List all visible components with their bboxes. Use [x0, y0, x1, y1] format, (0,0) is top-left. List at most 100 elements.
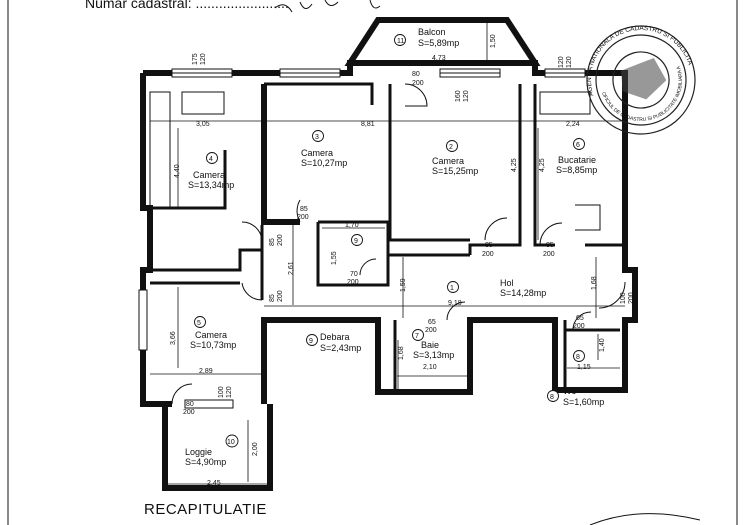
- room-name-camera-3: Camera: [301, 148, 333, 158]
- room-name-camera-2: Camera: [432, 156, 464, 166]
- room-name-wc: Wc: [563, 386, 576, 396]
- door-label-cam4-w: 85: [269, 238, 276, 246]
- wall-cam4-notch: [150, 150, 227, 210]
- door-label-wc-h: 200: [573, 323, 585, 330]
- room-number-9-a: 9: [354, 238, 358, 245]
- door-label-loggia-h: 200: [183, 409, 195, 416]
- room-area-baie: S=3,13mp: [413, 350, 454, 360]
- room-number-8-b: 8: [550, 394, 554, 401]
- door-label-wc-w: 65: [576, 315, 584, 322]
- kitchen-counter: [575, 204, 601, 231]
- outer-wall-right: [143, 60, 638, 393]
- room-number-1-circle: [447, 281, 459, 293]
- room-area-hol: S=14,28mp: [500, 288, 546, 298]
- room-area-camera-5: S=10,73mp: [190, 340, 236, 350]
- door-label-entry-w: 100: [620, 292, 627, 304]
- loggia-outline: [162, 404, 273, 491]
- room-number-10-circle: [225, 434, 239, 448]
- dim-cam4-width: 3,05: [196, 121, 210, 128]
- recapitulatie-heading: RECAPITULATIE: [144, 501, 267, 518]
- dim-balcony-width: 4,73: [432, 55, 446, 62]
- room-name-bucatarie: Bucatarie: [558, 155, 596, 165]
- window-loggia-door: [184, 399, 234, 409]
- door-label-debara-h: 200: [347, 279, 359, 286]
- room-number-2-circle: [446, 140, 458, 152]
- door-label-cam2-h: 200: [482, 251, 494, 258]
- door-label-cam5-w: 85: [269, 294, 276, 302]
- dim-wc-height: 1,40: [599, 338, 606, 352]
- door-cam3: [296, 199, 301, 223]
- dim-kitchen-height: 4,25: [539, 158, 546, 172]
- room-number-6-circle: [573, 138, 585, 150]
- room-area-bucatarie: S=8,85mp: [556, 165, 597, 175]
- room-number-3-circle: [312, 130, 324, 142]
- door-entry: [598, 281, 626, 309]
- door-debara: [359, 258, 377, 276]
- room-name-camera-5: Camera: [195, 330, 227, 340]
- dim-loggia-width: 2,45: [207, 480, 221, 487]
- door-balcony: [404, 83, 428, 107]
- dim-cam2-height: 4,25: [511, 158, 518, 172]
- dim-balcony-depth: 1,50: [490, 34, 497, 48]
- room-area-camera-4: S=13,34mp: [188, 180, 234, 190]
- door-kitchen: [539, 222, 563, 246]
- dim-cam4-height: 4,40: [174, 164, 181, 178]
- room-number-5-circle: [194, 316, 206, 328]
- dim-bath-width: 2,10: [423, 364, 437, 371]
- handwriting-scribble: [274, 0, 381, 13]
- dim-cam5-height: 3,66: [170, 331, 177, 345]
- stamp-coat-of-arms-icon: [621, 57, 667, 100]
- wall-cam3-top: [264, 82, 374, 105]
- door-wc: [572, 311, 592, 331]
- room-number-9-b: 9: [309, 338, 313, 345]
- dim-hall-height-b: 1,68: [591, 276, 598, 290]
- door-cam4: [241, 221, 263, 241]
- room-name-camera-4: Camera: [193, 170, 225, 180]
- room-number-11-circle: [394, 34, 406, 46]
- dim-hall-width: 9,18: [448, 300, 462, 307]
- room-name-hol: Hol: [500, 278, 514, 288]
- dim-debara-height: 1,55: [331, 251, 338, 265]
- window-cam5: [138, 289, 148, 351]
- stamp-inner-ring: [612, 51, 670, 109]
- dim-wc-width: 1,15: [577, 364, 591, 371]
- dim-hall-height-a: 1,59: [400, 278, 407, 292]
- door-cam2: [484, 217, 508, 241]
- wall-kitchen-left: [533, 84, 555, 247]
- door-label-cam3-h: 200: [297, 214, 309, 221]
- outer-wall-bottom: [261, 317, 595, 404]
- window-label-top-mid-h: 120: [463, 90, 470, 102]
- room-number-9-circle-b: [306, 334, 318, 346]
- room-area-camera-3: S=10,27mp: [301, 158, 347, 168]
- room-area-debara: S=2,43mp: [320, 343, 361, 353]
- door-label-balcony-w: 80: [412, 71, 420, 78]
- room-number-8-circle: [573, 350, 585, 362]
- door-label-entry-h: 200: [628, 292, 635, 304]
- dim-debara-width: 1,70: [345, 222, 359, 229]
- room-number-3: 3: [315, 134, 319, 141]
- door-label-cam4-h: 200: [277, 234, 284, 246]
- room-number-9-circle-a: [351, 234, 363, 246]
- wall-cam4-bottom: [150, 248, 262, 272]
- closet-kitchen: [539, 91, 591, 115]
- stamp-outer-text: AGENTIA NATIONALA DE CADASTRU SI PUBLICI…: [3, 0, 694, 280]
- door-label-bath-h: 200: [425, 327, 437, 334]
- dim-bath-height: 1,68: [398, 346, 405, 360]
- room-area-camera-2: S=15,25mp: [432, 166, 478, 176]
- room-number-8-circle-b: [547, 390, 559, 402]
- door-bath: [446, 301, 466, 321]
- door-cam5: [241, 282, 263, 301]
- dim-cam5-width: 2,89: [199, 368, 213, 375]
- window-label-top-right: 120: [558, 56, 565, 68]
- room-number-7-circle: [412, 329, 424, 341]
- dim-kitchen-width: 2,24: [566, 121, 580, 128]
- room-name-balcon: Balcon: [418, 27, 446, 37]
- door-label-cam2-w: 85: [485, 242, 493, 249]
- cadastral-number-label: Numar cadastral: .......................…: [85, 0, 289, 11]
- window-label-loggia: 100: [218, 386, 225, 398]
- room-number-8: 8: [576, 354, 580, 361]
- room-number-4: 4: [209, 156, 213, 163]
- window-label-top-left: 175: [192, 53, 199, 65]
- room-number-4-circle: [206, 152, 218, 164]
